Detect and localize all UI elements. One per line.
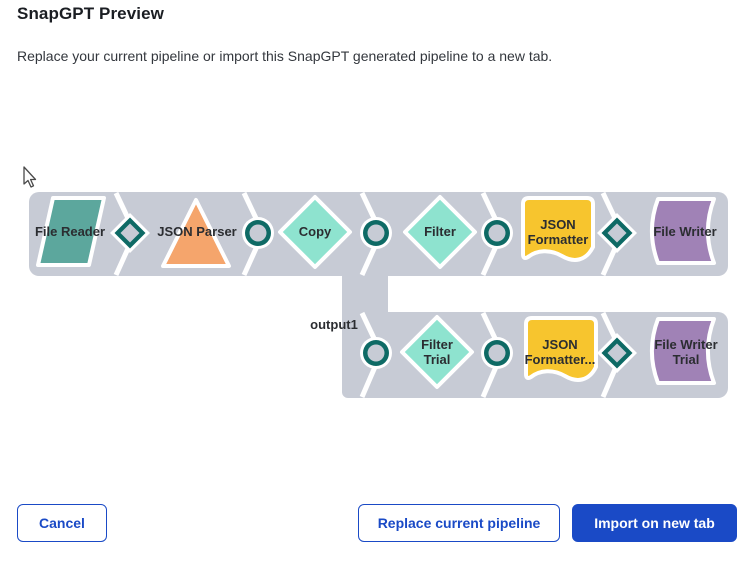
snap-shape-filter[interactable] xyxy=(403,195,477,269)
dialog-title: SnapGPT Preview xyxy=(17,4,164,23)
snap-shape-copy[interactable] xyxy=(278,195,352,269)
connector-circle xyxy=(360,217,392,249)
connector-circle xyxy=(242,217,274,249)
snap-shape-file-writer-trial[interactable] xyxy=(650,317,716,385)
import-on-new-tab-button[interactable]: Import on new tab xyxy=(572,504,737,542)
snap-shape-file-writer[interactable] xyxy=(650,197,716,265)
replace-current-pipeline-button[interactable]: Replace current pipeline xyxy=(358,504,560,542)
dialog-description: Replace your current pipeline or import … xyxy=(17,48,553,64)
connector-circle xyxy=(481,217,513,249)
snap-shape-file-reader[interactable] xyxy=(36,196,106,267)
mouse-cursor-icon xyxy=(23,166,37,188)
connector-diamond xyxy=(110,213,150,253)
connector-diamond xyxy=(597,333,637,373)
snap-shape-json-formatter-trial[interactable] xyxy=(524,316,598,382)
cancel-button[interactable]: Cancel xyxy=(17,504,107,542)
snap-shape-filter-trial[interactable] xyxy=(400,315,474,389)
snap-shape-json-formatter[interactable] xyxy=(521,196,595,262)
connector-circle xyxy=(481,337,513,369)
connector-diamond xyxy=(597,213,637,253)
connector-circle xyxy=(360,337,392,369)
snap-shape-json-parser[interactable] xyxy=(161,198,231,268)
